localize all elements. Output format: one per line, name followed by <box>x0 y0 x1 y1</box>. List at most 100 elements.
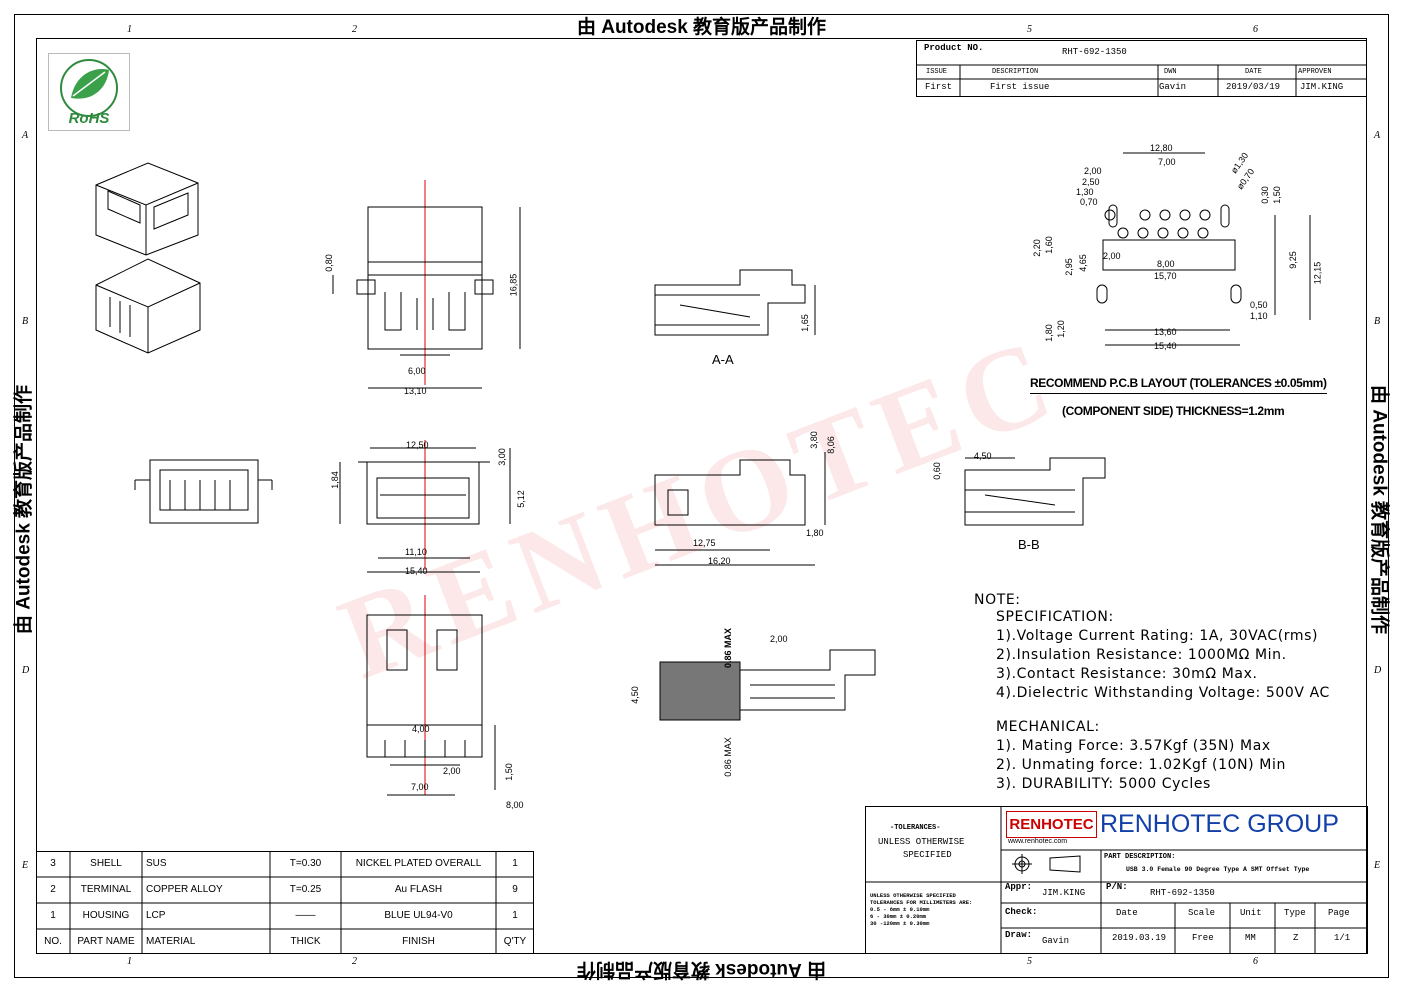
tb-appr-label: Appr: <box>1005 882 1033 892</box>
bom-row-2-part: TERMINAL <box>80 884 132 895</box>
tb-value-type: Z <box>1293 933 1299 943</box>
pcb-dim-1-50: 1,50 <box>1271 186 1282 204</box>
projection-icon <box>1012 854 1081 874</box>
pcb-dim-1-60: 1,60 <box>1043 236 1054 254</box>
tb-draw-label: Draw: <box>1005 930 1033 940</box>
zone-row-a: A <box>22 130 29 141</box>
pcb-dim-13-60: 13,60 <box>1154 327 1177 337</box>
dim-side-16-20: 16,20 <box>708 556 731 566</box>
tb-tol-line-3: 0.5 - 6mm ± 0.10mm <box>870 906 930 913</box>
tb-draw-value: Gavin <box>1042 936 1070 946</box>
bom-row-2-finish: Au FLASH <box>394 884 443 895</box>
tb-pn-value: RHT-692-1350 <box>1150 888 1215 898</box>
isometric-top-view <box>95 162 199 256</box>
pcb-dim-9-25: 9,25 <box>1287 251 1298 269</box>
tb-value-date: 2019.03.19 <box>1112 933 1167 943</box>
tb-tol-line-2: TOLERANCES FOR MILLIMETERS ARE: <box>870 899 973 906</box>
drawing-inner-frame <box>36 38 1367 954</box>
rev-header-date: DATE <box>1245 68 1262 76</box>
bom-row-3-material: LCP <box>146 910 166 921</box>
dim-top-13-10: 13,10 <box>404 386 427 396</box>
dim-bottom-2-00: 2,00 <box>443 766 461 776</box>
dim-front-12-50: 12,50 <box>406 440 429 450</box>
dim-side-3-80: 3,80 <box>808 431 819 449</box>
notes-spec-1: 1).Voltage Current Rating: 1A, 30VAC(rms… <box>996 628 1319 644</box>
zone-row-e-right: E <box>1374 860 1381 871</box>
bom-row-1-material: SUS <box>146 858 167 869</box>
notes-spec-4: 4).Dielectric Withstanding Voltage: 500V… <box>996 685 1330 701</box>
dim-bottom-1-50: 1,50 <box>503 763 514 781</box>
dim-side-1-80: 1,80 <box>806 528 824 538</box>
top-view-drawing <box>332 180 521 389</box>
isometric-views <box>95 162 201 354</box>
rev-header-dwn: DWN <box>1164 68 1177 76</box>
bom-row-2-no: 2 <box>50 884 56 895</box>
company-name: RENHOTEC GROUP <box>1100 810 1339 838</box>
zone-col-1: 1 <box>127 24 132 35</box>
tb-appr-value: JIM.KING <box>1042 888 1086 898</box>
label-section-bb: B-B <box>1018 537 1040 552</box>
tb-tolerance-lines: UNLESS OTHERWISE SPECIFIED TOLERANCES FO… <box>870 892 972 927</box>
zone-row-e: E <box>22 860 29 871</box>
notes-spec-3: 3).Contact Resistance: 30mΩ Max. <box>996 666 1258 682</box>
bom-row-3-part: HOUSING <box>82 910 130 921</box>
pcb-dim-1-10: 1,10 <box>1250 311 1268 321</box>
zone-col-1-bottom: 1 <box>127 956 132 967</box>
tb-header-scale: Scale <box>1188 908 1216 918</box>
rev-header-approven: APPROVEN <box>1298 68 1332 76</box>
bom-row-2-thick: T=0.25 <box>289 884 322 895</box>
zone-row-b-right: B <box>1374 316 1381 327</box>
rev-header-issue: ISSUE <box>926 68 948 76</box>
bom-header-part: PART NAME <box>77 936 135 947</box>
bom-table <box>36 851 534 954</box>
revision-table <box>916 40 1367 97</box>
tb-unless: UNLESS OTHERWISE <box>878 837 965 847</box>
pcb-dim-12-80: 12,80 <box>1150 143 1173 153</box>
pcb-dim-8-00: 8,00 <box>1157 259 1175 269</box>
tb-check-label: Check: <box>1005 907 1038 917</box>
rev-approven: JIM.KING <box>1300 82 1344 92</box>
dim-front-11-10: 11,10 <box>405 547 427 557</box>
tb-tol-line-4: 6 - 30mm ± 0.20mm <box>870 913 927 920</box>
dim-top-6-00: 6,00 <box>408 366 426 376</box>
pcb-dim-0-70: 0,70 <box>1080 197 1098 207</box>
bom-row-3-finish: BLUE UL94-V0 <box>384 910 453 921</box>
bottom-view-drawing <box>366 595 496 796</box>
rev-date: 2019/03/19 <box>1226 82 1281 92</box>
tb-part-desc-value: USB 3.0 Female 90 Degree Type A SMT Offs… <box>1126 866 1310 873</box>
zone-row-d-right: D <box>1374 665 1382 676</box>
dim-front-15-40: 15,40 <box>405 566 428 576</box>
bom-row-1-thick: T=0.30 <box>289 858 322 869</box>
dim-bb-0-60: 0,60 <box>931 462 942 480</box>
dim-bottom-8-00: 8,00 <box>506 800 524 810</box>
section-aa-drawing <box>654 269 816 336</box>
dim-aa-1-65: 1,65 <box>799 314 810 332</box>
pcb-dim-2-00-mid: 2,00 <box>1103 251 1121 261</box>
tb-value-unit: MM <box>1245 933 1256 943</box>
bom-row-3-thick: —— <box>295 910 316 921</box>
tb-value-page: 1/1 <box>1334 933 1351 943</box>
pcb-dim-1-30: 1,30 <box>1076 187 1094 197</box>
pcb-dim-2-20: 2,20 <box>1031 239 1042 257</box>
notes-mech-3: 3). DURABILITY: 5000 Cycles <box>996 776 1211 792</box>
notes-spec-title: SPECIFICATION: <box>996 609 1114 625</box>
pcb-dim-7-00: 7,00 <box>1158 157 1176 167</box>
product-no-value: RHT-692-1350 <box>1062 47 1127 57</box>
tb-part-desc-label: PART DESCRIPTION: <box>1104 853 1176 861</box>
dim-bottom-4-00: 4,00 <box>412 724 430 734</box>
label-section-aa: A-A <box>712 352 734 367</box>
watermark-bottom: 由 Autodesk 教育版产品制作 <box>576 959 827 980</box>
product-no-label: Product NO. <box>924 43 984 53</box>
dim-detail-0-86-max-bottom: 0.86 MAX <box>722 737 733 777</box>
title-block <box>865 806 1368 954</box>
zone-row-b: B <box>22 316 29 327</box>
zone-row-a-right: A <box>1374 130 1381 141</box>
zone-col-5-bottom: 5 <box>1027 956 1032 967</box>
tb-value-scale: Free <box>1192 933 1214 943</box>
bom-row-1-qty: 1 <box>512 858 518 869</box>
pcb-layout-drawing <box>1096 152 1311 346</box>
notes-mech-title: MECHANICAL: <box>996 719 1100 735</box>
tb-pn-label: P/N: <box>1106 882 1128 892</box>
zone-col-5: 5 <box>1027 24 1032 35</box>
watermark-top: 由 Autodesk 教育版产品制作 <box>576 17 827 38</box>
